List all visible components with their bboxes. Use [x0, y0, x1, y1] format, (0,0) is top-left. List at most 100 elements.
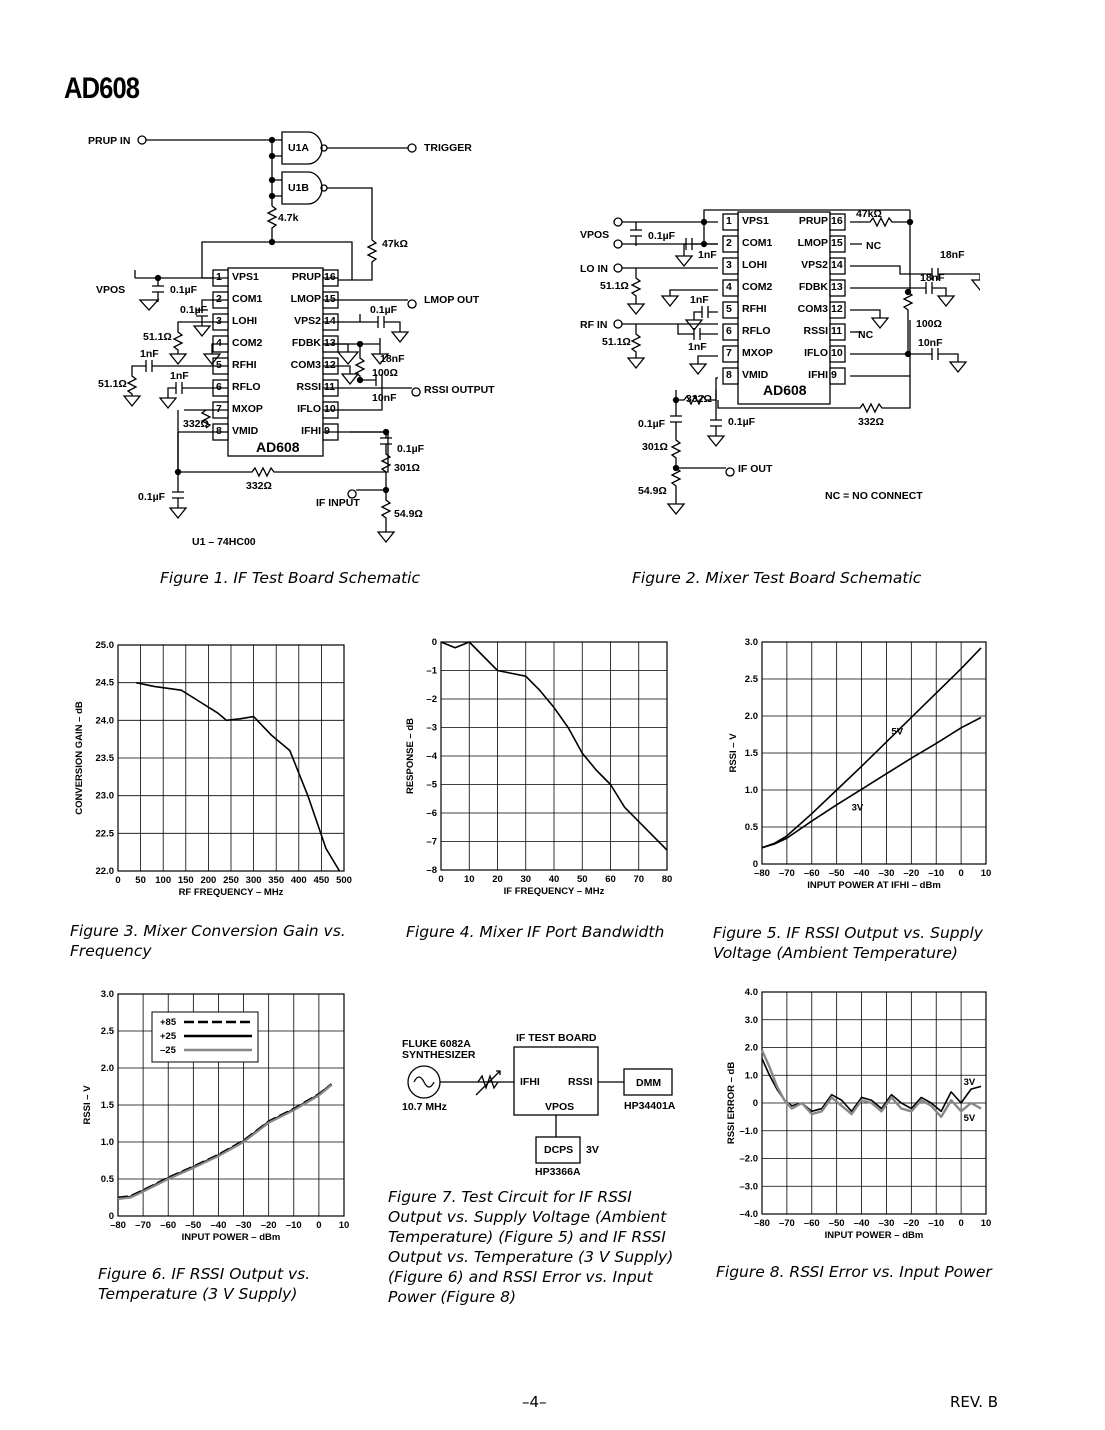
- plot-frame: [117, 993, 345, 1217]
- pin-box: [722, 345, 739, 363]
- y-tick-label: 4.0: [745, 987, 758, 998]
- pin-number: 11: [831, 325, 843, 337]
- pin-box: [722, 301, 739, 319]
- pin-name: FDBK: [291, 337, 321, 349]
- x-tick-label: 10: [981, 1218, 992, 1229]
- f7-synth-label: FLUKE 6082A: [402, 1038, 471, 1050]
- f1-c10n-label: 10nF: [372, 392, 397, 404]
- figure2-caption: Figure 2. Mixer Test Board Schematic: [632, 569, 922, 587]
- f1-chip-label: AD608: [256, 439, 300, 455]
- x-tick-label: 0: [958, 868, 963, 879]
- y-tick-label: 2.0: [745, 711, 758, 722]
- x-tick-label: –60: [804, 1218, 820, 1229]
- y-tick-label: 25.0: [96, 640, 115, 651]
- dcps-box: [535, 1136, 581, 1164]
- figure7-test-circuit: [407, 1046, 673, 1164]
- y-tick-label: 23.0: [96, 791, 115, 802]
- f1-u1a-label: U1A: [288, 142, 310, 154]
- pin-name: LOHI: [232, 315, 258, 327]
- x-tick-label: 10: [339, 1220, 350, 1231]
- f2-r332b-label: 332Ω: [858, 416, 884, 428]
- pin-name: RFLO: [232, 381, 261, 393]
- f7-board-label: IF TEST BOARD: [516, 1032, 597, 1044]
- f2-r100-label: 100Ω: [916, 318, 942, 330]
- y-tick-label: 2.0: [101, 1063, 114, 1074]
- figure6-caption: Figure 6. IF RSSI Output vs. Temperature…: [98, 1265, 311, 1303]
- pin-number: 9: [324, 425, 330, 437]
- x-tick-label: –40: [854, 1218, 870, 1229]
- y-axis-label: CONVERSION GAIN – dB: [74, 701, 85, 815]
- x-tick-label: –80: [754, 1218, 770, 1229]
- f1-r100-label: 100Ω: [372, 367, 398, 379]
- f7-rssi-label: RSSI: [568, 1076, 593, 1088]
- pin-name: IFLO: [297, 403, 321, 415]
- x-tick-label: –20: [261, 1220, 277, 1231]
- pin-name: RSSI: [296, 381, 321, 393]
- pin-number: 4: [216, 337, 222, 349]
- series-line-3V: [761, 716, 982, 849]
- pin-number: 10: [831, 347, 843, 359]
- x-tick-label: 70: [633, 874, 644, 885]
- pin-name: VPS1: [232, 271, 259, 283]
- x-tick-label: 40: [549, 874, 560, 885]
- f2-nc-note: NC = NO CONNECT: [825, 490, 923, 502]
- f7-dcps-model-label: HP3366A: [535, 1166, 581, 1178]
- x-tick-label: –10: [928, 1218, 944, 1229]
- f2-rf-in-label: RF IN: [580, 319, 608, 331]
- f1-c1nb-label: 1nF: [170, 370, 189, 382]
- x-tick-label: 10: [981, 868, 992, 879]
- y-tick-label: 2.5: [101, 1026, 115, 1037]
- pin-number: 16: [324, 271, 336, 283]
- y-tick-label: –4.0: [740, 1209, 759, 1220]
- f2-c1na-label: 1nF: [698, 249, 717, 261]
- f1-u1b-label: U1B: [288, 182, 310, 194]
- y-axis-label: RSSI ERROR – dB: [726, 1062, 737, 1144]
- pin-number: 10: [324, 403, 336, 415]
- x-tick-label: –30: [236, 1220, 252, 1231]
- y-tick-label: –5: [426, 780, 437, 791]
- series-annotation: 3V: [964, 1077, 976, 1088]
- revision-label: REV. B: [950, 1393, 999, 1411]
- figure5-caption: Figure 5. IF RSSI Output vs. Supply Volt…: [713, 924, 983, 962]
- pin-box: [722, 367, 739, 385]
- pin-box: [829, 213, 846, 231]
- x-tick-label: 500: [336, 875, 352, 886]
- pin-name: LOHI: [742, 259, 768, 271]
- y-tick-label: 0: [753, 1098, 758, 1109]
- pin-box: [829, 345, 846, 363]
- f2-c1nc-label: 1nF: [688, 341, 707, 353]
- pin-number: 9: [831, 369, 837, 381]
- f1-c1na-label: 1nF: [140, 348, 159, 360]
- f2-r301-label: 301Ω: [642, 441, 668, 453]
- f2-chip-label: AD608: [763, 382, 807, 398]
- pin-name: COM2: [232, 337, 263, 349]
- series-line-25: [117, 1083, 333, 1200]
- f7-vpos-label: VPOS: [545, 1101, 575, 1113]
- x-tick-label: 200: [200, 875, 216, 886]
- y-tick-label: –6: [426, 808, 437, 819]
- y-tick-label: 0: [109, 1211, 114, 1222]
- pin-box: [722, 279, 739, 297]
- y-tick-label: 2.5: [745, 674, 759, 685]
- pin-number: 6: [726, 325, 732, 337]
- pin-number: 7: [726, 347, 732, 359]
- x-tick-label: –70: [779, 1218, 795, 1229]
- x-tick-label: –70: [779, 868, 795, 879]
- pin-number: 11: [324, 381, 336, 393]
- pin-number: 7: [216, 403, 222, 415]
- x-tick-label: –10: [928, 868, 944, 879]
- pin-name: COM1: [232, 293, 263, 305]
- f1-vpos-label: VPOS: [96, 284, 126, 296]
- pin-number: 13: [324, 337, 336, 349]
- figure4-caption: Figure 4. Mixer IF Port Bandwidth: [406, 923, 665, 941]
- x-tick-label: 150: [178, 875, 194, 886]
- legend-label: –25: [160, 1045, 177, 1056]
- x-tick-label: 300: [246, 875, 262, 886]
- pin-name: MXOP: [232, 403, 263, 415]
- series-line-25: [117, 1084, 333, 1201]
- pin-name: VPS2: [294, 315, 321, 327]
- y-tick-label: 1.0: [745, 1070, 758, 1081]
